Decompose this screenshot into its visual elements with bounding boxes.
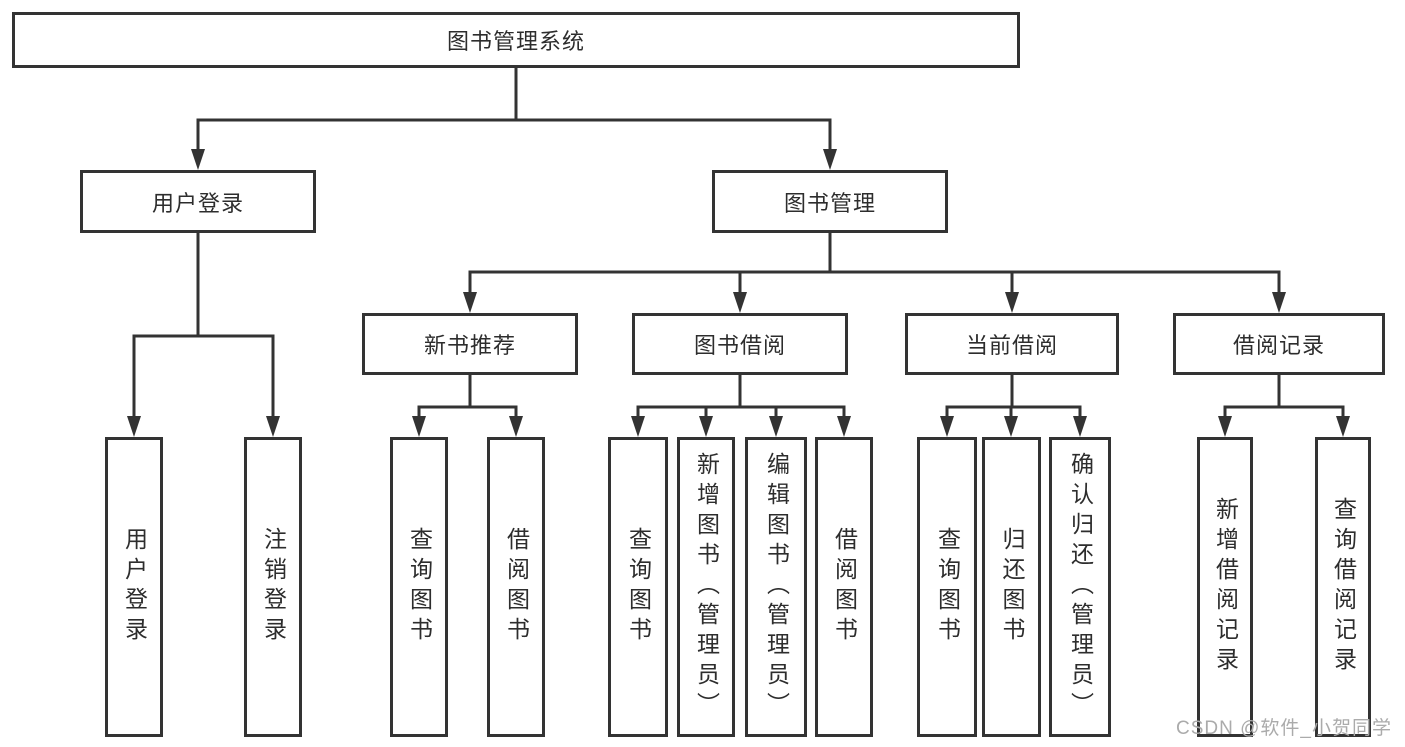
watermark: CSDN @软件_小贺同学 bbox=[1176, 718, 1392, 739]
leaf-logout: 注销登录 bbox=[244, 437, 302, 737]
leaf-query-books-1: 查询图书 bbox=[390, 437, 448, 737]
leaf-return-books: 归还图书 bbox=[982, 437, 1041, 737]
node-library-management-system: 图书管理系统 bbox=[12, 12, 1020, 68]
node-user-login: 用户登录 bbox=[80, 170, 316, 233]
leaf-add-books-admin: 新增图书（管理员） bbox=[677, 437, 735, 737]
node-new-book-recommend: 新书推荐 bbox=[362, 313, 578, 375]
leaf-borrow-books-1: 借阅图书 bbox=[487, 437, 545, 737]
leaf-borrow-books-2: 借阅图书 bbox=[815, 437, 873, 737]
node-book-borrowing: 图书借阅 bbox=[632, 313, 848, 375]
leaf-query-books-2: 查询图书 bbox=[608, 437, 668, 737]
leaf-query-borrow-record: 查询借阅记录 bbox=[1315, 437, 1371, 737]
leaf-add-borrow-record: 新增借阅记录 bbox=[1197, 437, 1253, 737]
leaf-edit-books-admin: 编辑图书（管理员） bbox=[745, 437, 807, 737]
leaf-query-books-3: 查询图书 bbox=[917, 437, 977, 737]
leaf-user-login: 用户登录 bbox=[105, 437, 163, 737]
node-book-management: 图书管理 bbox=[712, 170, 948, 233]
node-current-borrowing: 当前借阅 bbox=[905, 313, 1119, 375]
leaf-confirm-return-admin: 确认归还（管理员） bbox=[1049, 437, 1111, 737]
node-borrowing-records: 借阅记录 bbox=[1173, 313, 1385, 375]
